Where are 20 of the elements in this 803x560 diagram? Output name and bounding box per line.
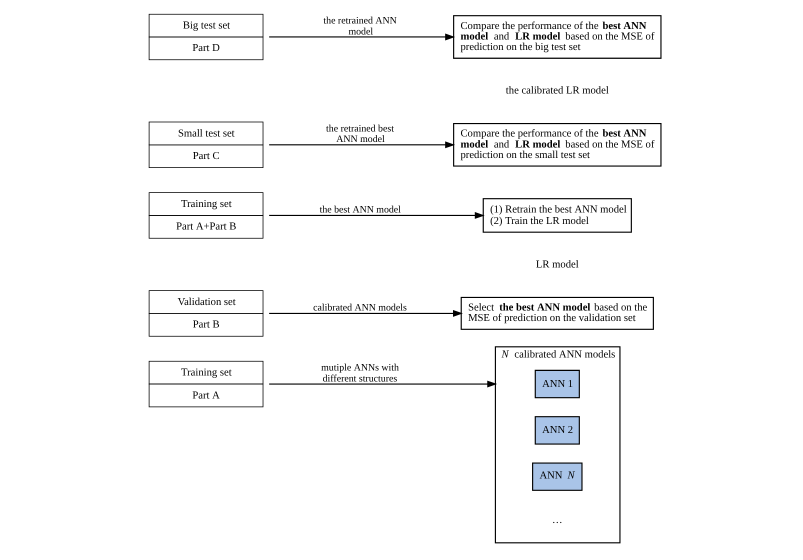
arrow [268, 212, 484, 219]
label: the calibrated LR model [505, 86, 608, 97]
edge-label: the best ANN model [319, 204, 400, 216]
arrow [268, 380, 497, 388]
label: LR model [535, 260, 578, 271]
edge-label: the retrained best ANN model [326, 123, 394, 146]
edge-label: calibrated ANN models [312, 302, 406, 314]
node-box: Compare the performance of the best ANN model and LR model based on the MSE of prediction on the small test set [452, 123, 662, 167]
label: ··· [551, 518, 562, 529]
node-box: (1) Retrain the best ANN model (2) Train the LR model [482, 198, 632, 233]
edge-label: the retrained ANN model [322, 16, 396, 38]
node-box: Select the best ANN model based on the MSE of prediction on the validation set [460, 296, 654, 330]
node-box: Compare the performance of the best ANN model and LR model based on the MSE of prediction on the big test set [452, 15, 662, 59]
node-box: ANN 2 [534, 416, 580, 445]
node-box: ANN N [532, 462, 582, 491]
arrow [268, 310, 462, 317]
node-box: ANN 1 [534, 370, 580, 398]
arrow [268, 141, 455, 148]
arrow [268, 34, 455, 40]
edge-label: mutiple ANNs with different structures [320, 362, 398, 384]
